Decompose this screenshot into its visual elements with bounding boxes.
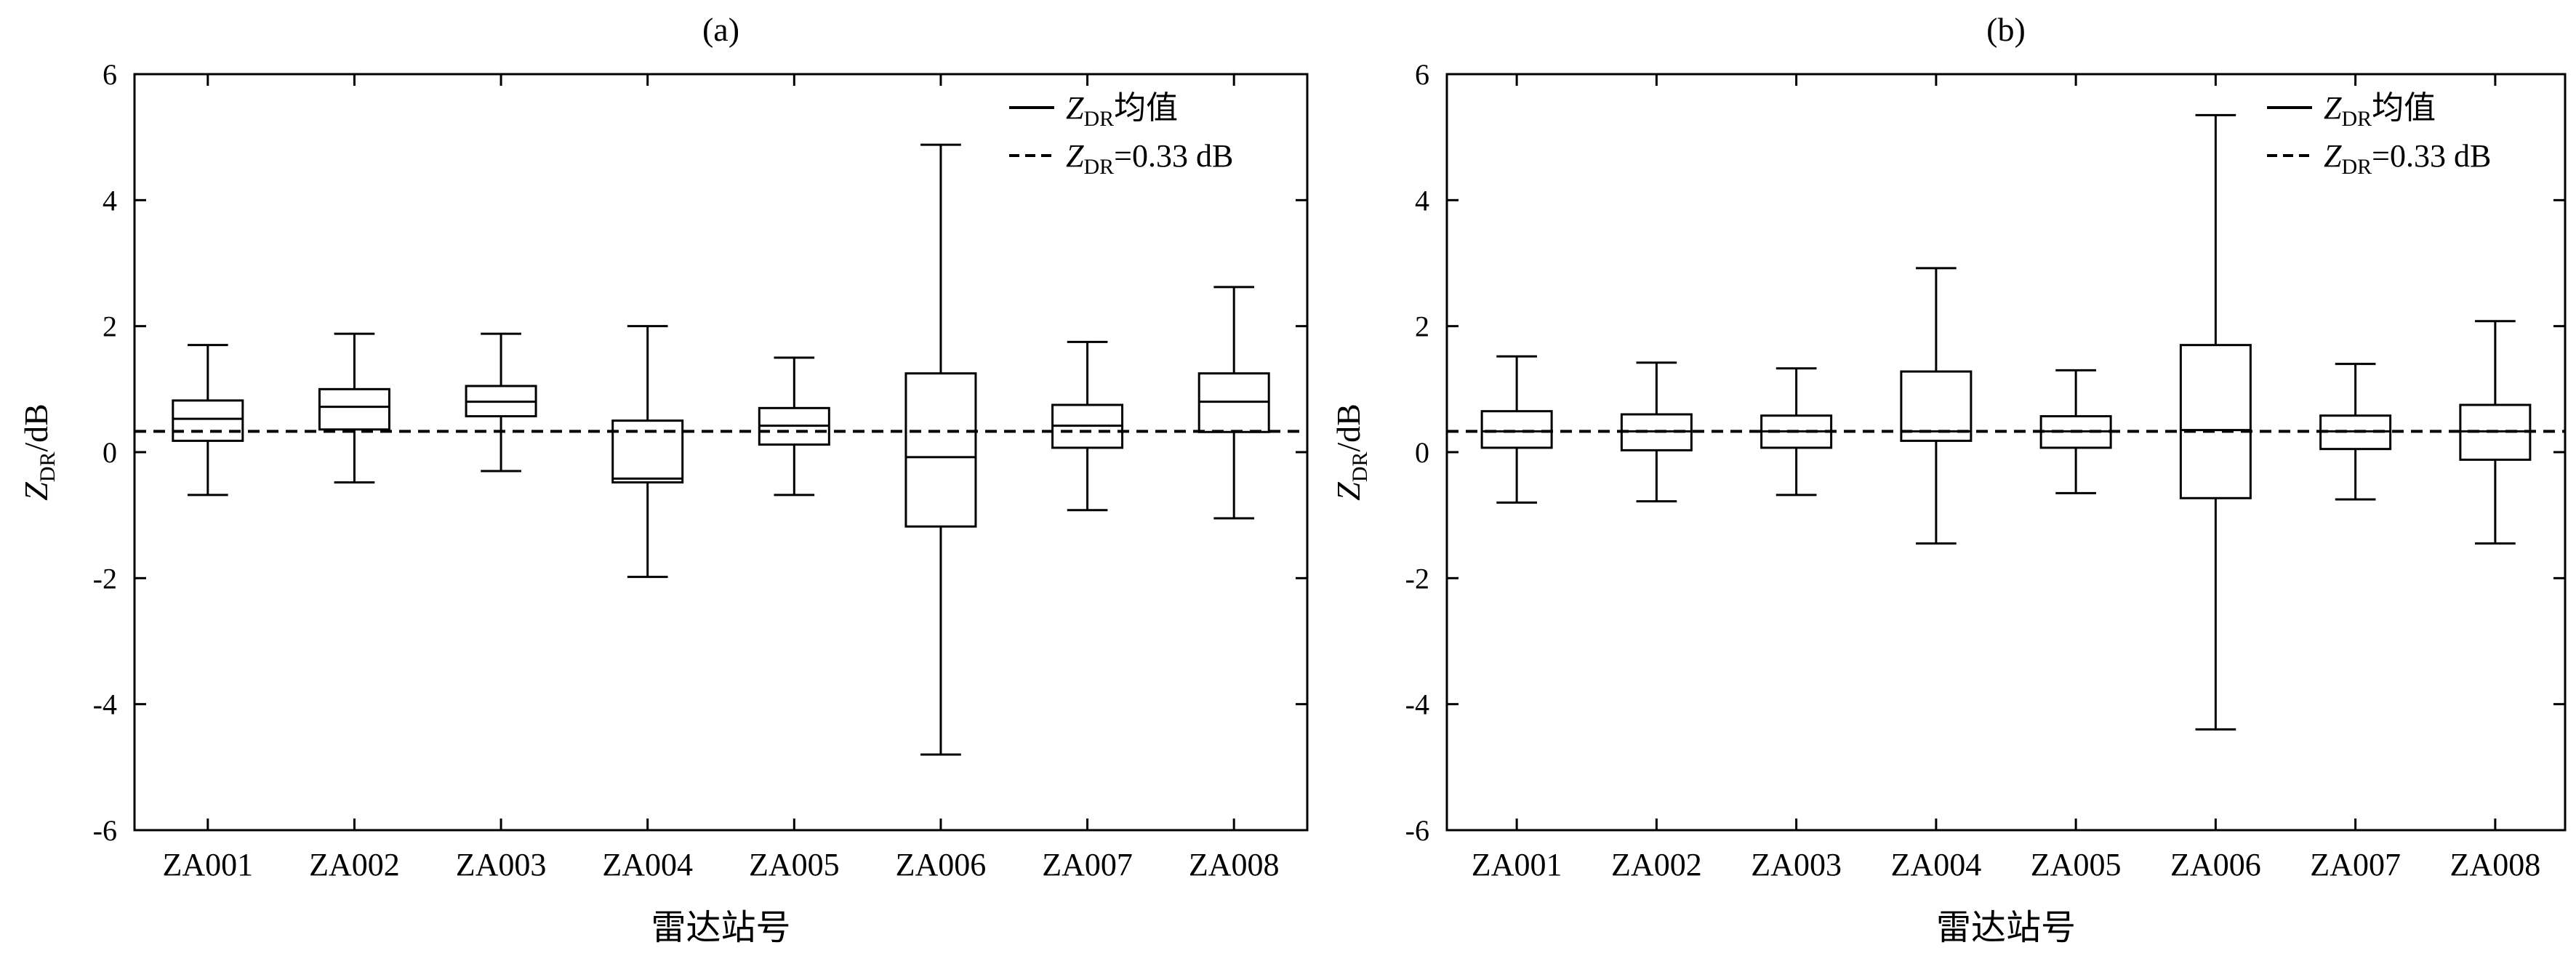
box-iqr bbox=[2179, 344, 2252, 499]
legend-subscript: DR bbox=[1083, 155, 1114, 179]
category-label: ZA008 bbox=[2450, 847, 2541, 882]
y-tick-label: -2 bbox=[1405, 562, 1429, 595]
legend-subscript: DR bbox=[1083, 107, 1114, 131]
box-ZA006 bbox=[904, 143, 977, 756]
legend-subscript: DR bbox=[2341, 155, 2372, 179]
box-ZA004 bbox=[611, 325, 684, 579]
category-label: ZA005 bbox=[2031, 847, 2122, 882]
y-axis-label-unit: /dB bbox=[1330, 403, 1367, 451]
y-axis-label: ZDR/dB bbox=[1330, 403, 1372, 501]
box-iqr bbox=[172, 399, 244, 442]
x-axis-label: 雷达站号 bbox=[1936, 909, 2076, 947]
legend-item-reference: ZDR=0.33 dB bbox=[2267, 138, 2491, 179]
legend-text: 均值 bbox=[2372, 90, 2436, 126]
y-tick-label: -6 bbox=[1405, 814, 1429, 847]
legend-text: =0.33 dB bbox=[1114, 138, 1233, 174]
y-axis-label-subscript: DR bbox=[1348, 452, 1372, 483]
box-ZA002 bbox=[318, 332, 390, 484]
category-label: ZA006 bbox=[2170, 847, 2261, 882]
legend-label: ZDR=0.33 dB bbox=[1066, 138, 1233, 179]
chart-title: (b) bbox=[1986, 11, 2026, 48]
legend-symbol: Z bbox=[1066, 138, 1084, 174]
box-iqr bbox=[1900, 370, 1973, 442]
legend-label: ZDR均值 bbox=[1066, 90, 1178, 131]
box-iqr bbox=[318, 387, 390, 431]
y-tick-label: 2 bbox=[103, 310, 117, 343]
legend-subscript: DR bbox=[2341, 107, 2372, 131]
y-axis-label-unit: /dB bbox=[17, 403, 55, 451]
chart-title: (a) bbox=[702, 11, 739, 48]
x-axis-label: 雷达站号 bbox=[651, 909, 790, 947]
y-tick-label: -4 bbox=[93, 688, 117, 721]
category-label: ZA002 bbox=[309, 847, 400, 882]
y-tick-label: -6 bbox=[93, 814, 117, 847]
y-axis-label-subscript: DR bbox=[36, 452, 60, 483]
y-tick-label: 6 bbox=[103, 58, 117, 91]
box-ZA001 bbox=[172, 344, 244, 496]
box-ZA008 bbox=[1197, 286, 1270, 520]
category-label: ZA004 bbox=[602, 847, 693, 882]
category-label: ZA003 bbox=[456, 847, 547, 882]
category-label: ZA001 bbox=[162, 847, 253, 882]
y-tick-label: 4 bbox=[1415, 184, 1429, 217]
box-ZA005 bbox=[758, 356, 830, 496]
category-label: ZA002 bbox=[1611, 847, 1702, 882]
box-iqr bbox=[1480, 410, 1553, 449]
legend-text: =0.33 dB bbox=[2372, 138, 2491, 174]
category-label: ZA008 bbox=[1189, 847, 1280, 882]
y-tick-label: 4 bbox=[103, 184, 117, 217]
plot-frame bbox=[1445, 73, 2567, 832]
box-iqr bbox=[904, 372, 977, 528]
y-tick-label: 2 bbox=[1415, 310, 1429, 343]
box-ZA007 bbox=[1051, 340, 1124, 512]
legend-label: ZDR=0.33 dB bbox=[2324, 138, 2491, 179]
box-ZA004 bbox=[1900, 267, 1973, 545]
legend-item-mean: ZDR均值 bbox=[1009, 90, 1178, 131]
legend-symbol: Z bbox=[2324, 90, 2342, 126]
box-ZA001 bbox=[1480, 355, 1553, 504]
category-label: ZA005 bbox=[749, 847, 840, 882]
legend-symbol: Z bbox=[2324, 138, 2342, 174]
category-label: ZA004 bbox=[1891, 847, 1982, 882]
y-tick-label: 0 bbox=[1415, 436, 1429, 469]
legend-item-mean: ZDR均值 bbox=[2267, 90, 2436, 131]
category-label: ZA007 bbox=[1042, 847, 1133, 882]
y-tick-label: 0 bbox=[103, 436, 117, 469]
box-ZA006 bbox=[2179, 113, 2252, 731]
y-tick-label: -2 bbox=[93, 562, 117, 595]
legend-text: 均值 bbox=[1114, 90, 1178, 126]
y-axis-label-symbol: Z bbox=[17, 482, 55, 501]
y-axis-label: ZDR/dB bbox=[17, 403, 60, 501]
category-label: ZA007 bbox=[2310, 847, 2401, 882]
y-tick-label: -4 bbox=[1405, 688, 1429, 721]
box-ZA003 bbox=[465, 332, 537, 473]
category-label: ZA003 bbox=[1751, 847, 1842, 882]
y-axis-label-symbol: Z bbox=[1330, 482, 1367, 501]
plot-frame bbox=[133, 73, 1309, 832]
category-label: ZA001 bbox=[1472, 847, 1562, 882]
legend-item-reference: ZDR=0.33 dB bbox=[1009, 138, 1233, 179]
category-label: ZA006 bbox=[896, 847, 987, 882]
legend-label: ZDR均值 bbox=[2324, 90, 2436, 131]
y-tick-label: 6 bbox=[1415, 58, 1429, 91]
legend-symbol: Z bbox=[1066, 90, 1084, 126]
